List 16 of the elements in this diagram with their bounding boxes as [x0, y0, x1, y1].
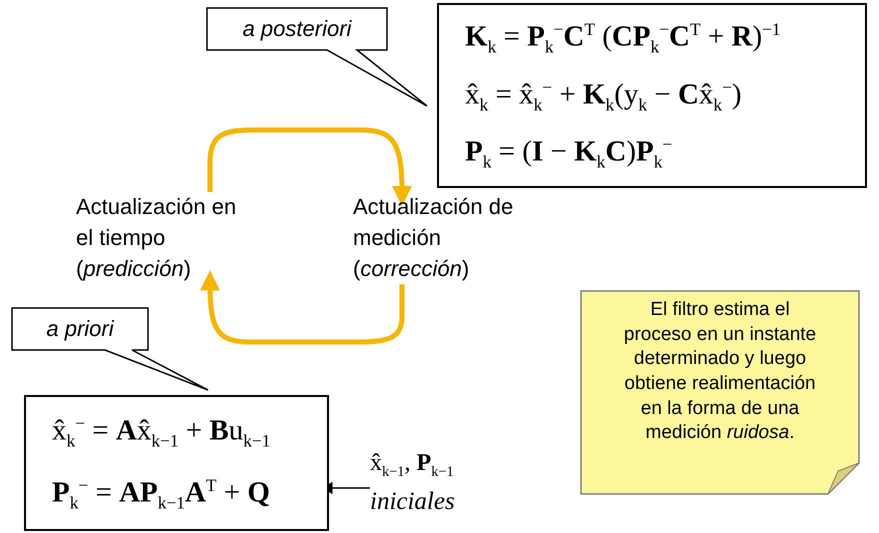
curved-arrow [208, 128, 412, 206]
step-label: Actualización en el tiempo (predicción) [76, 192, 252, 284]
equation: x̂$_{k}$$^{−}$ = Ax̂$_{k−1}$ + Bu$_{k−1}$ [52, 413, 270, 451]
callout-text: a posteriori [242, 15, 353, 43]
equation: K$_{k}$ = P$_{k}$$^{−}$C$^{T}$ (CP$_{k}$$^{−}$C$^{T}$ + R)$^{−1}$ [465, 19, 781, 57]
note-text: El filtro estima el proceso en un instante determinado y luego obtiene realimentación en la forma de una medición ruidosa. [622, 298, 818, 446]
equation: P$_{k}$$^{−}$ = AP$_{k−1}$A$^{T}$ + Q [52, 475, 270, 513]
curved-arrow [200, 270, 404, 344]
sticky-note [580, 290, 860, 495]
equation-box [437, 3, 867, 188]
equation-box [24, 395, 329, 531]
caption-text: iniciales [370, 488, 455, 516]
equation: x̂$_{k−1}$, P$_{k−1}$ [370, 450, 454, 480]
step-label: Actualización de medición (corrección) [353, 192, 529, 284]
equation: x̂$_{k}$ = x̂$_{k}$$^{−}$ + K$_{k}$(y$_{k}$ − Cx̂$_{k}$$^{−}$) [465, 76, 742, 114]
callout-text: a priori [45, 315, 116, 343]
